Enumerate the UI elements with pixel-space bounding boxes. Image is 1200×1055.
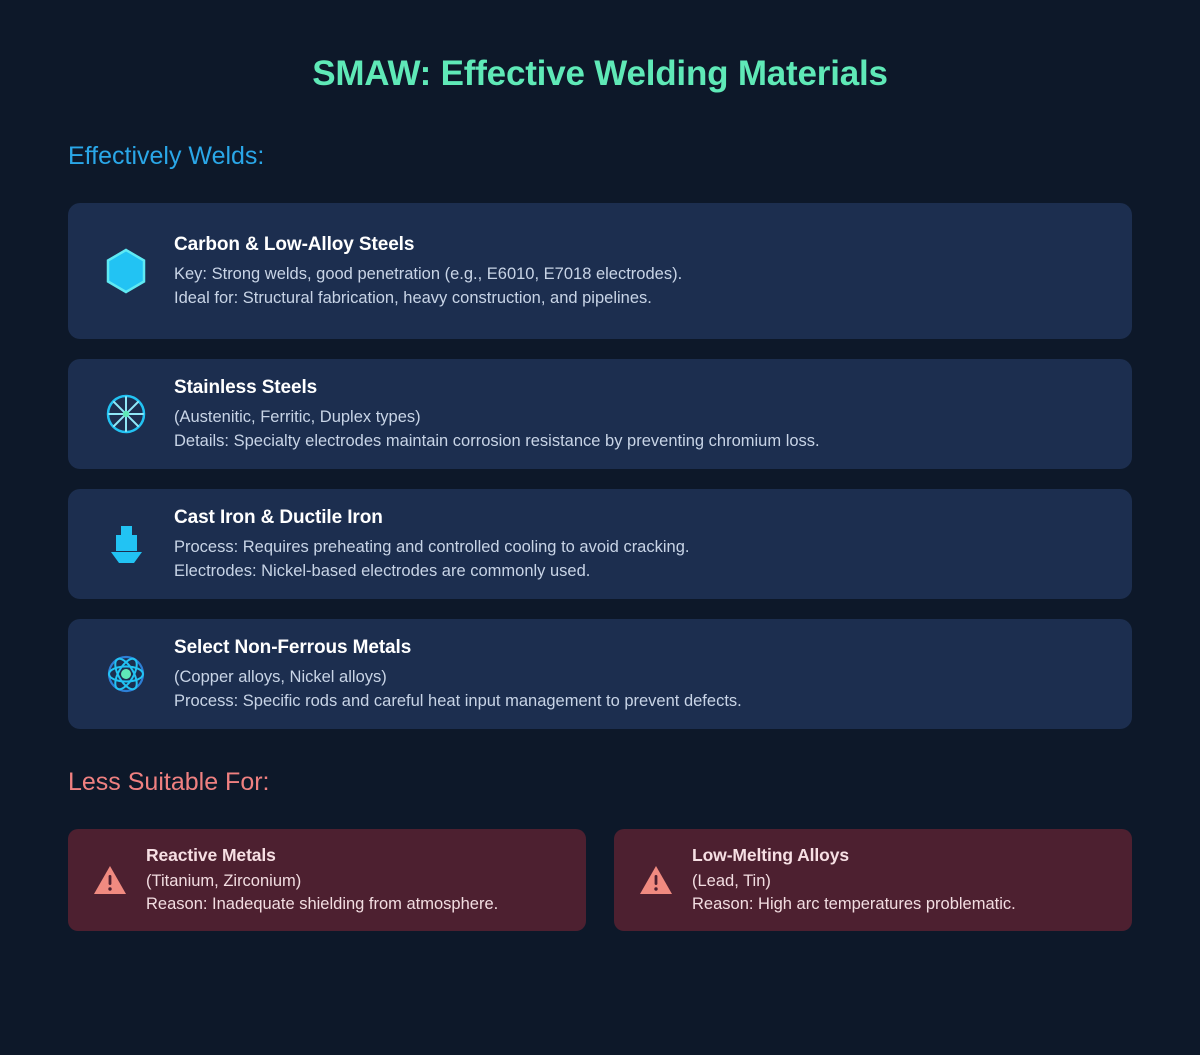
page-title: SMAW: Effective Welding Materials [312, 54, 888, 93]
material-card-cast-iron-ductile-iron[interactable]: Cast Iron & Ductile Iron Process: Requir… [68, 489, 1132, 599]
card-title: Reactive Metals [146, 845, 276, 865]
card-body: Low-Melting Alloys (Lead, Tin) Reason: H… [692, 844, 1016, 916]
card-line: Process: Requires preheating and control… [174, 538, 690, 556]
card-line: (Copper alloys, Nickel alloys) [174, 668, 387, 686]
warning-card-reactive-metals[interactable]: Reactive Metals (Titanium, Zirconium) Re… [68, 829, 586, 931]
card-line: Details: Specialty electrodes maintain c… [174, 432, 820, 450]
material-card-select-non-ferrous-metals[interactable]: Select Non-Ferrous Metals (Copper alloys… [68, 619, 1132, 729]
section-heading-effective: Effectively Welds: [68, 142, 265, 170]
card-title: Select Non-Ferrous Metals [174, 637, 412, 658]
card-body: Carbon & Low-Alloy Steels Key: Strong we… [174, 232, 682, 310]
hexagon-icon [98, 243, 154, 299]
card-body: Cast Iron & Ductile Iron Process: Requir… [174, 505, 689, 583]
material-card-carbon-low-alloy-steels[interactable]: Carbon & Low-Alloy Steels Key: Strong we… [68, 203, 1132, 339]
effective-card-list: Carbon & Low-Alloy Steels Key: Strong we… [0, 203, 1200, 729]
card-title: Cast Iron & Ductile Iron [174, 507, 383, 528]
atom-icon [98, 646, 154, 702]
card-title: Low-Melting Alloys [692, 845, 849, 865]
warning-triangle-icon [638, 862, 674, 898]
card-body: Select Non-Ferrous Metals (Copper alloys… [174, 635, 742, 713]
card-line: Process: Specific rods and careful heat … [174, 692, 742, 710]
card-title: Stainless Steels [174, 377, 318, 398]
card-line: (Titanium, Zirconium) [146, 872, 302, 890]
warning-card-low-melting-alloys[interactable]: Low-Melting Alloys (Lead, Tin) Reason: H… [614, 829, 1132, 931]
card-line: Key: Strong welds, good penetration (e.g… [174, 265, 683, 283]
crucible-icon [98, 516, 154, 572]
less-suitable-card-list: Reactive Metals (Titanium, Zirconium) Re… [0, 829, 1200, 931]
card-line: Electrodes: Nickel-based electrodes are … [174, 562, 591, 580]
section-heading-less-suitable: Less Suitable For: [68, 768, 270, 796]
card-line: Ideal for: Structural fabrication, heavy… [174, 289, 652, 307]
starburst-circle-icon [98, 386, 154, 442]
card-body: Reactive Metals (Titanium, Zirconium) Re… [146, 844, 498, 916]
card-line: Reason: Inadequate shielding from atmosp… [146, 895, 499, 913]
card-line: (Austenitic, Ferritic, Duplex types) [174, 408, 421, 426]
warning-triangle-icon [92, 862, 128, 898]
card-line: Reason: High arc temperatures problemati… [692, 895, 1016, 913]
material-card-stainless-steels[interactable]: Stainless Steels (Austenitic, Ferritic, … [68, 359, 1132, 469]
card-body: Stainless Steels (Austenitic, Ferritic, … [174, 375, 820, 453]
card-line: (Lead, Tin) [692, 872, 771, 890]
card-title: Carbon & Low-Alloy Steels [174, 234, 415, 255]
